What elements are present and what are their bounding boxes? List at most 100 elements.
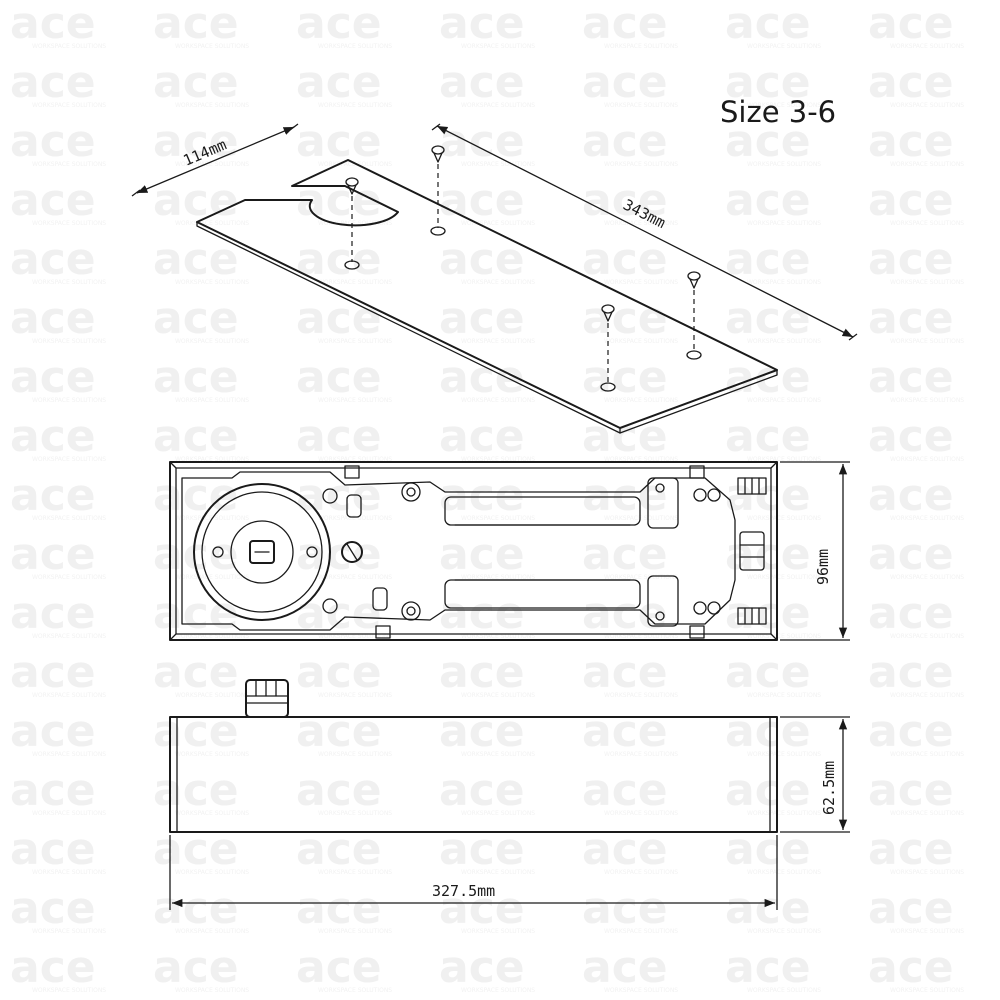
cover-plate-outline (196, 159, 778, 429)
watermark-tagline: WORKSPACE SOLUTIONS (461, 574, 535, 581)
watermark-tagline: WORKSPACE SOLUTIONS (461, 43, 535, 50)
watermark-tagline: WORKSPACE SOLUTIONS (604, 810, 678, 817)
watermark-tagline: WORKSPACE SOLUTIONS (175, 279, 249, 286)
watermark-logo: ace (725, 883, 811, 934)
body-outline-top (169, 461, 778, 641)
watermark-tagline: WORKSPACE SOLUTIONS (747, 692, 821, 699)
watermark-tagline: WORKSPACE SOLUTIONS (604, 102, 678, 109)
watermark-logo: ace (153, 293, 239, 344)
spindle-cap (245, 679, 289, 718)
watermark-tagline: WORKSPACE SOLUTIONS (175, 633, 249, 640)
size-title: Size 3-6 (720, 95, 836, 129)
watermark-logo: ace (296, 647, 382, 698)
watermark-tagline: WORKSPACE SOLUTIONS (890, 574, 964, 581)
watermark-logo: ace (582, 942, 668, 993)
watermark-logo: ace (296, 765, 382, 816)
spring-cylinder-bottom (444, 579, 641, 609)
watermark-tagline: WORKSPACE SOLUTIONS (890, 279, 964, 286)
watermark-tagline: WORKSPACE SOLUTIONS (604, 397, 678, 404)
watermark-tagline: WORKSPACE SOLUTIONS (461, 987, 535, 994)
watermark-tagline: WORKSPACE SOLUTIONS (604, 692, 678, 699)
watermark-tagline: WORKSPACE SOLUTIONS (318, 397, 392, 404)
watermark-tagline: WORKSPACE SOLUTIONS (747, 43, 821, 50)
watermark-logo: ace (868, 529, 954, 580)
screw-hole-2 (430, 226, 446, 236)
watermark-logo: ace (725, 0, 811, 49)
watermark-tagline: WORKSPACE SOLUTIONS (318, 102, 392, 109)
watermark-logo: ace (10, 765, 96, 816)
watermark-logo: ace (10, 883, 96, 934)
watermark-logo: ace (582, 647, 668, 698)
watermark-logo: ace (868, 57, 954, 108)
watermark-logo: ace (296, 470, 382, 521)
watermark-tagline: WORKSPACE SOLUTIONS (461, 928, 535, 935)
watermark-logo: ace (296, 942, 382, 993)
watermark-tagline: WORKSPACE SOLUTIONS (747, 102, 821, 109)
watermark-tagline: WORKSPACE SOLUTIONS (890, 869, 964, 876)
watermark-logo: ace (10, 0, 96, 49)
watermark-tagline: WORKSPACE SOLUTIONS (175, 810, 249, 817)
watermark-tagline: WORKSPACE SOLUTIONS (604, 338, 678, 345)
watermark-tagline: WORKSPACE SOLUTIONS (32, 692, 106, 699)
watermark-logo: ace (439, 765, 525, 816)
watermark-tagline: WORKSPACE SOLUTIONS (32, 338, 106, 345)
adjusting-nut (739, 531, 765, 571)
watermark-tagline: WORKSPACE SOLUTIONS (175, 751, 249, 758)
watermark-tagline: WORKSPACE SOLUTIONS (318, 928, 392, 935)
watermark-tagline: WORKSPACE SOLUTIONS (747, 810, 821, 817)
screw-4 (686, 271, 702, 360)
watermark-tagline: WORKSPACE SOLUTIONS (604, 574, 678, 581)
watermark-tagline: WORKSPACE SOLUTIONS (32, 810, 106, 817)
screw-hole-4 (686, 350, 702, 360)
watermark-logo: ace (725, 411, 811, 462)
watermark-tagline: WORKSPACE SOLUTIONS (32, 574, 106, 581)
watermark-tagline: WORKSPACE SOLUTIONS (461, 397, 535, 404)
watermark-tagline: WORKSPACE SOLUTIONS (461, 751, 535, 758)
watermark-tagline: WORKSPACE SOLUTIONS (318, 456, 392, 463)
watermark-logo: ace (10, 293, 96, 344)
watermark-logo: ace (868, 706, 954, 757)
watermark-logo: ace (868, 883, 954, 934)
watermark-logo: ace (10, 116, 96, 167)
body-width-label: 96mm (814, 549, 832, 585)
disc-screw-left (212, 546, 224, 558)
watermark-logo: ace (153, 234, 239, 285)
watermark-logo: ace (10, 175, 96, 226)
watermark-tagline: WORKSPACE SOLUTIONS (747, 456, 821, 463)
watermark-tagline: WORKSPACE SOLUTIONS (32, 633, 106, 640)
watermark-logo: ace (725, 529, 811, 580)
watermark-logo: ace (153, 706, 239, 757)
body-length-label: 327.5mm (432, 882, 495, 900)
watermark-tagline: WORKSPACE SOLUTIONS (175, 102, 249, 109)
screw-3 (600, 304, 616, 392)
watermark-logo: ace (725, 706, 811, 757)
watermark-tagline: WORKSPACE SOLUTIONS (747, 928, 821, 935)
top-view: 96mm (169, 461, 850, 641)
watermark-tagline: WORKSPACE SOLUTIONS (604, 987, 678, 994)
watermark-tagline: WORKSPACE SOLUTIONS (175, 928, 249, 935)
watermark-logo: ace (296, 57, 382, 108)
watermark-logo: ace (868, 765, 954, 816)
plate-length-dimension-line (436, 125, 854, 338)
watermark-tagline: WORKSPACE SOLUTIONS (175, 220, 249, 227)
cover-plate-view: 114mm 343mm (131, 123, 858, 434)
watermark-logo: ace (296, 0, 382, 49)
watermark-logo: ace (439, 57, 525, 108)
plate-width-dimension-line (136, 126, 295, 194)
watermark-logo: ace (582, 0, 668, 49)
watermark-logo: ace (296, 883, 382, 934)
watermark-tagline: WORKSPACE SOLUTIONS (318, 43, 392, 50)
watermark-logo: ace (582, 588, 668, 639)
watermark-tagline: WORKSPACE SOLUTIONS (604, 928, 678, 935)
watermark-logo: ace (296, 529, 382, 580)
watermark-logo: ace (10, 234, 96, 285)
watermark-tagline: WORKSPACE SOLUTIONS (175, 43, 249, 50)
watermark-logo: ace (296, 116, 382, 167)
watermark-logo: ace (10, 411, 96, 462)
watermark-tagline: WORKSPACE SOLUTIONS (604, 43, 678, 50)
watermark-tagline: WORKSPACE SOLUTIONS (890, 338, 964, 345)
watermark-logo: ace (868, 588, 954, 639)
watermark-tagline: WORKSPACE SOLUTIONS (890, 456, 964, 463)
watermark-tagline: WORKSPACE SOLUTIONS (890, 161, 964, 168)
